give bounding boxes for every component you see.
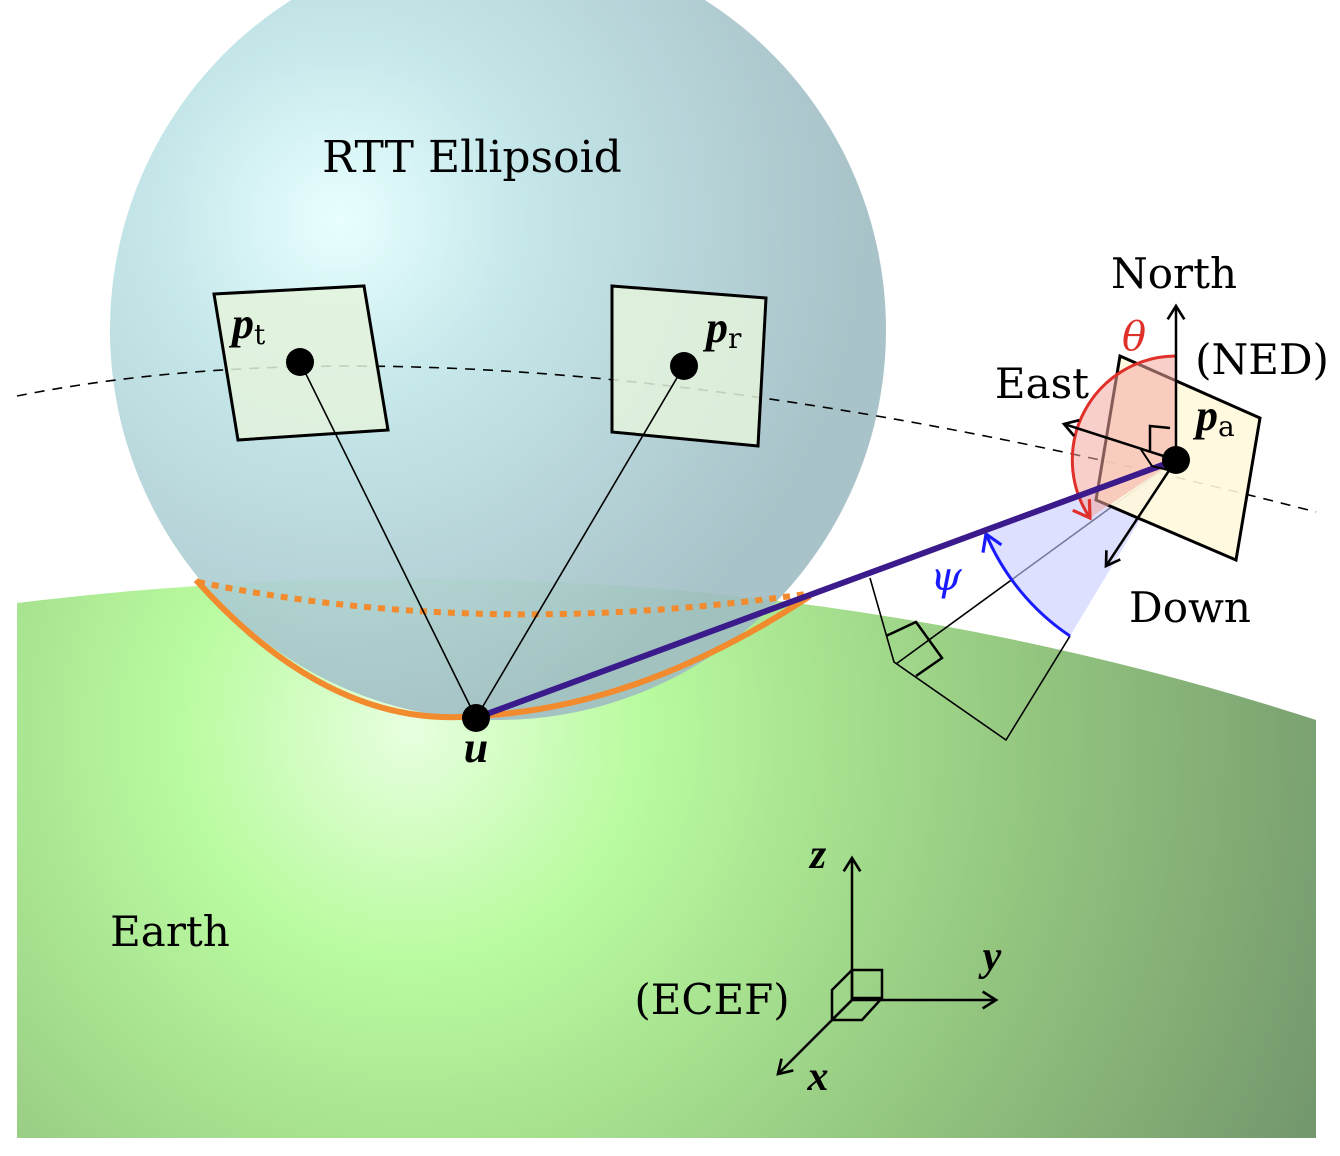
orbit-arc (16, 365, 1317, 513)
user-link (474, 457, 1178, 721)
psi-arc (981, 531, 1071, 638)
u-point (462, 704, 490, 732)
ecef-cube-icon (830, 968, 884, 1024)
down-axis (1104, 459, 1178, 569)
link-u-to-pr (475, 365, 685, 719)
ecef-label: (ECEF) (634, 975, 789, 1024)
theta-arc (1070, 354, 1177, 521)
pt-point (286, 348, 314, 376)
psi-label: ψ (930, 554, 962, 600)
u-label: u (464, 723, 488, 772)
ned-label: (NED) (1195, 335, 1329, 384)
theta-sector (1072, 356, 1176, 518)
pr-point (670, 352, 698, 380)
right-angle-ned-down (1139, 447, 1169, 471)
pt-label: pt (228, 299, 266, 351)
pa-label: pa (1192, 391, 1235, 443)
pa-point (1162, 446, 1190, 474)
east-axis (1061, 418, 1177, 462)
down-label: Down (1129, 583, 1251, 632)
footprint-back-arc (197, 579, 807, 618)
earth-label: Earth (110, 907, 230, 956)
right-angle-ned (1148, 424, 1171, 452)
ground-projection-rectangle (869, 577, 1071, 742)
right-angle-ground (885, 620, 944, 678)
ecef-z-label: z (808, 832, 827, 878)
east-label: East (995, 359, 1089, 408)
rtt-ellipsoid (110, 0, 886, 720)
link-u-to-pt (299, 361, 477, 719)
theta-label: θ (1122, 314, 1146, 360)
ellipsoid-label: RTT Ellipsoid (322, 132, 622, 183)
pr-label: pr (702, 303, 742, 355)
ecef-x-label: x (807, 1054, 829, 1100)
north-label: North (1111, 249, 1237, 298)
